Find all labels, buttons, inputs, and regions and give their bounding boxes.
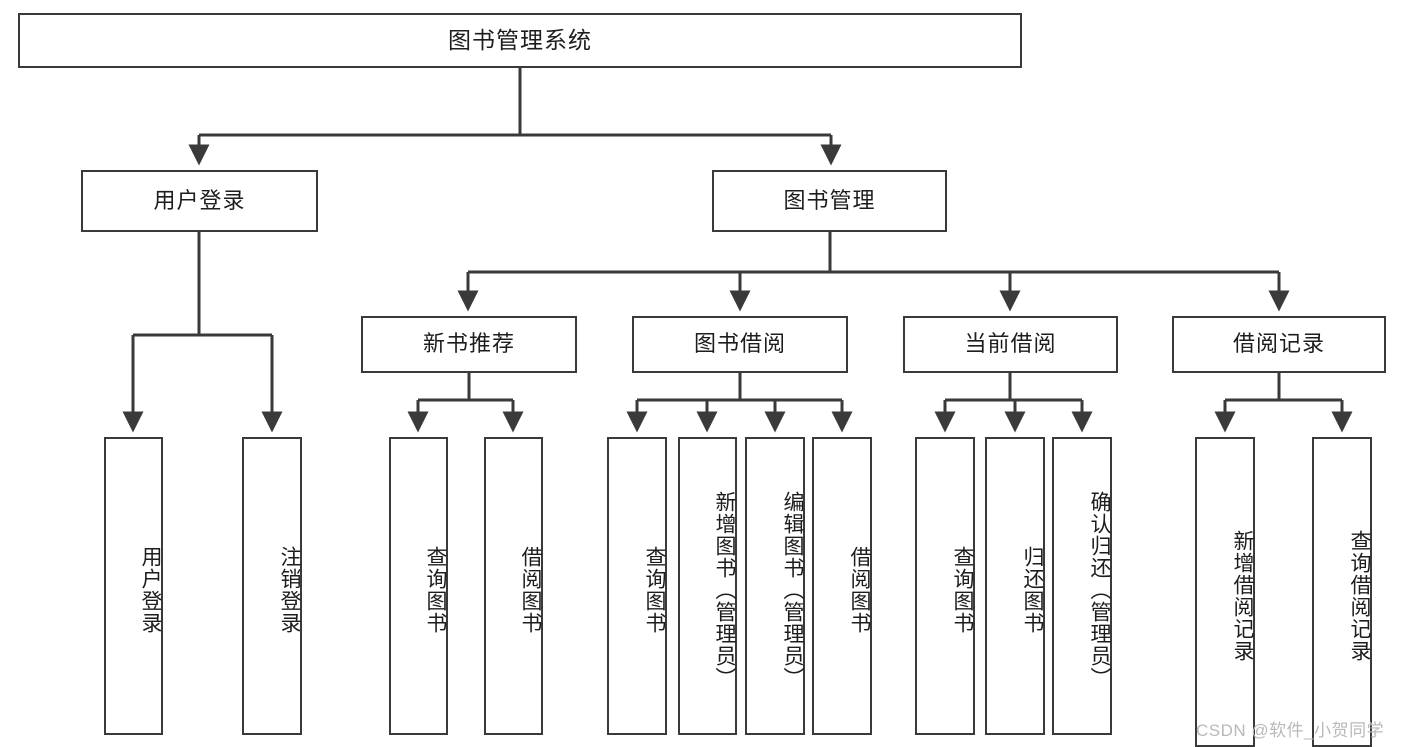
node-leaf-confirm-return-admin[interactable]: 确认归还（管理员）: [1052, 437, 1112, 735]
node-label: 用户登录: [139, 546, 162, 634]
node-leaf-add-borrow-record[interactable]: 新增借阅记录: [1195, 437, 1255, 747]
node-leaf-borrow-book-recommend[interactable]: 借阅图书: [484, 437, 543, 735]
node-label: 查询借阅记录: [1348, 530, 1371, 662]
node-leaf-query-book-borrow[interactable]: 查询图书: [607, 437, 667, 735]
node-label: 新书推荐: [422, 331, 515, 357]
node-new-book-recommend[interactable]: 新书推荐: [361, 316, 577, 373]
node-leaf-borrow-book[interactable]: 借阅图书: [812, 437, 872, 735]
node-leaf-query-book-recommend[interactable]: 查询图书: [389, 437, 448, 735]
node-leaf-user-login[interactable]: 用户登录: [104, 437, 163, 735]
node-user-login[interactable]: 用户登录: [81, 170, 318, 232]
node-label: 注销登录: [278, 546, 301, 634]
node-root-system[interactable]: 图书管理系统: [18, 13, 1022, 68]
node-label: 确认归还（管理员）: [1088, 491, 1111, 689]
node-label: 新增借阅记录: [1231, 530, 1254, 662]
node-leaf-edit-book-admin[interactable]: 编辑图书（管理员）: [745, 437, 805, 735]
node-label: 新增图书（管理员）: [713, 491, 736, 689]
node-label: 借阅记录: [1232, 331, 1325, 357]
node-label: 查询图书: [424, 546, 447, 634]
node-label: 当前借阅: [964, 331, 1057, 357]
node-leaf-query-book-current[interactable]: 查询图书: [915, 437, 975, 735]
node-label: 图书管理: [783, 187, 876, 213]
node-label: 查询图书: [951, 546, 974, 634]
node-label: 借阅图书: [519, 546, 542, 634]
node-label: 图书管理系统: [448, 26, 592, 53]
node-book-management[interactable]: 图书管理: [712, 170, 947, 232]
node-leaf-add-book-admin[interactable]: 新增图书（管理员）: [678, 437, 737, 735]
node-leaf-query-borrow-record[interactable]: 查询借阅记录: [1312, 437, 1372, 747]
node-label: 查询图书: [643, 546, 666, 634]
node-label: 借阅图书: [848, 546, 871, 634]
node-current-borrow[interactable]: 当前借阅: [903, 316, 1118, 373]
node-leaf-return-book[interactable]: 归还图书: [985, 437, 1045, 735]
node-borrow-record[interactable]: 借阅记录: [1172, 316, 1386, 373]
node-label: 图书借阅: [693, 331, 786, 357]
node-leaf-logout-login[interactable]: 注销登录: [242, 437, 302, 735]
node-label: 用户登录: [153, 187, 246, 213]
node-label: 编辑图书（管理员）: [781, 491, 804, 689]
csdn-watermark: CSDN @软件_小贺同学: [1196, 721, 1385, 740]
node-book-borrow[interactable]: 图书借阅: [632, 316, 848, 373]
node-label: 归还图书: [1021, 546, 1044, 634]
